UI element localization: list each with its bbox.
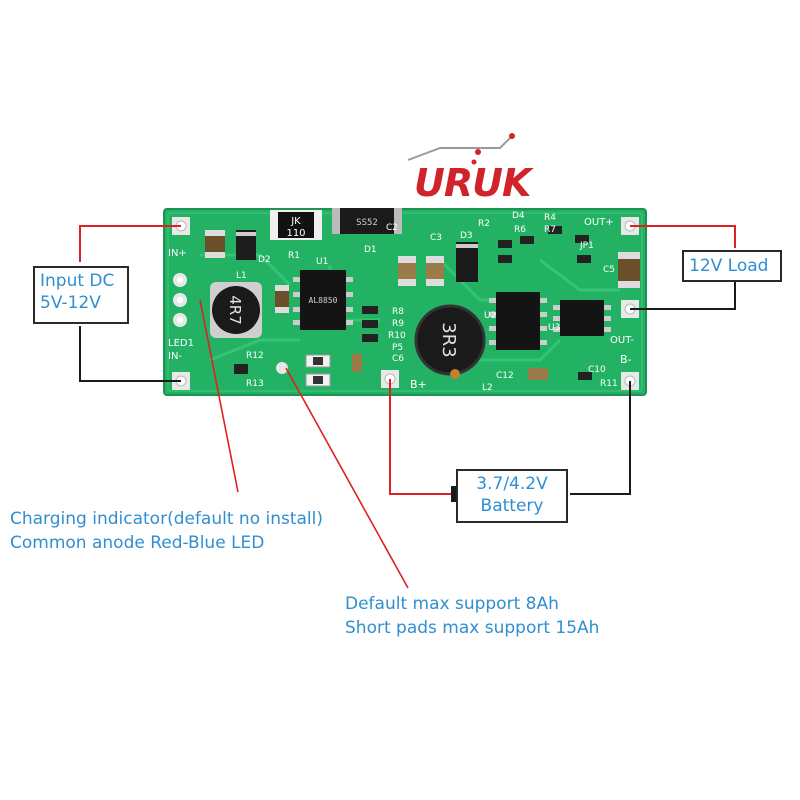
silk-r7: R7 xyxy=(544,225,556,235)
silk-r12: R12 xyxy=(246,351,264,361)
inductor-l2 xyxy=(414,304,486,379)
capacitor-c2 xyxy=(275,285,289,313)
diode-d1 xyxy=(332,208,402,234)
silk-u1: U1 xyxy=(316,257,328,267)
chip-u2 xyxy=(489,292,547,350)
chip-u1 xyxy=(293,270,353,330)
silk-b-plus: B+ xyxy=(410,378,427,391)
silk-r4: R4 xyxy=(544,213,556,223)
charging-indicator-caption: Charging indicator(default no install) C… xyxy=(10,507,323,555)
wire-input-negative xyxy=(79,326,181,382)
silk-b-minus: B- xyxy=(620,353,632,366)
capacitor-input xyxy=(205,230,225,258)
silk-c12: C12 xyxy=(496,371,514,381)
silk-c5: C5 xyxy=(603,265,615,275)
silk-l2: L2 xyxy=(482,383,493,393)
input-dc-label: Input DC 5V-12V xyxy=(33,266,129,324)
diode-marking-2: 110 xyxy=(286,228,305,239)
wire-battery-positive xyxy=(389,379,456,495)
input-dc-line1: Input DC xyxy=(40,271,115,291)
silk-jp1: JP1 xyxy=(579,241,594,251)
inductor-l1 xyxy=(210,282,262,338)
silkscreen-labels: IN+ IN- LED1 OUT+ OUT- B+ B- D1 D2 D3 D4… xyxy=(168,211,634,393)
silk-c10: C10 xyxy=(588,365,606,375)
diode-jk110 xyxy=(270,210,322,240)
silk-u3: U3 xyxy=(548,323,560,333)
capacity-caption-line1: Default max support 8Ah xyxy=(345,594,559,614)
silk-c6: C6 xyxy=(392,354,404,364)
ss-diode-marking: SS52 xyxy=(356,218,378,228)
battery-terminal xyxy=(451,486,457,502)
diode-marking-1: JK xyxy=(290,216,301,227)
silk-p5: P5 xyxy=(392,343,403,353)
silk-led1: LED1 xyxy=(168,338,194,349)
load-text: 12V Load xyxy=(689,256,769,276)
silk-out-plus: OUT+ xyxy=(584,217,614,228)
wire-input-positive xyxy=(79,225,181,262)
pointer-short-pads xyxy=(285,367,409,589)
wire-load-positive xyxy=(630,225,736,248)
capacitor-c5 xyxy=(618,252,640,288)
led1-pads xyxy=(173,273,187,327)
capacity-caption-line2: Short pads max support 15Ah xyxy=(345,618,600,638)
chip-u3 xyxy=(553,300,611,336)
silk-in-plus: IN+ xyxy=(168,248,187,259)
battery-line1: 3.7/4.2V xyxy=(476,474,548,494)
brand-logo: URUK xyxy=(414,161,531,205)
battery-line2: Battery xyxy=(480,496,544,516)
resistor-group-r8-r10 xyxy=(362,306,378,342)
silk-d4: D4 xyxy=(512,211,525,221)
silk-r6: R6 xyxy=(514,225,526,235)
pcb-board: IN+ IN- LED1 OUT+ OUT- B+ B- D1 D2 D3 D4… xyxy=(163,208,647,396)
silk-c2: C2 xyxy=(386,223,398,233)
silk-d3: D3 xyxy=(460,231,473,241)
silk-r13: R13 xyxy=(246,379,264,389)
silk-r2: R2 xyxy=(478,219,490,229)
silk-r11: R11 xyxy=(600,379,618,389)
load-label: 12V Load xyxy=(682,250,782,282)
silk-d2: D2 xyxy=(258,255,271,265)
small-smd-parts xyxy=(234,226,592,387)
charging-caption-line2: Common anode Red-Blue LED xyxy=(10,533,265,553)
silk-u2: U2 xyxy=(484,311,496,321)
chip-u1-marking: AL8850 xyxy=(309,296,338,305)
silk-d1: D1 xyxy=(364,245,377,255)
silk-c3: C3 xyxy=(430,233,442,243)
silk-l1: L1 xyxy=(236,271,247,281)
diode-d3 xyxy=(456,242,478,282)
inductor-right-marking: 3R3 xyxy=(438,322,459,357)
wire-battery-negative xyxy=(570,381,631,495)
diode-d2 xyxy=(236,230,256,260)
silk-r10: R10 xyxy=(388,331,406,341)
silk-r9: R9 xyxy=(392,319,404,329)
wire-load-negative xyxy=(630,282,736,310)
input-dc-line2: 5V-12V xyxy=(40,293,101,313)
silk-in-minus: IN- xyxy=(168,351,182,362)
pointer-charging-indicator xyxy=(199,299,239,493)
silk-out-minus: OUT- xyxy=(610,335,634,346)
battery-label: 3.7/4.2V Battery xyxy=(456,469,568,523)
charging-caption-line1: Charging indicator(default no install) xyxy=(10,509,324,529)
silk-r8: R8 xyxy=(392,307,404,317)
silk-r1: R1 xyxy=(288,251,300,261)
capacity-caption: Default max support 8Ah Short pads max s… xyxy=(345,592,599,640)
component-markings: JK 110 SS52 4R7 3R3 AL8850 xyxy=(226,216,459,358)
inductor-left-marking: 4R7 xyxy=(226,295,244,325)
capacitor-c3-pair xyxy=(398,256,444,286)
